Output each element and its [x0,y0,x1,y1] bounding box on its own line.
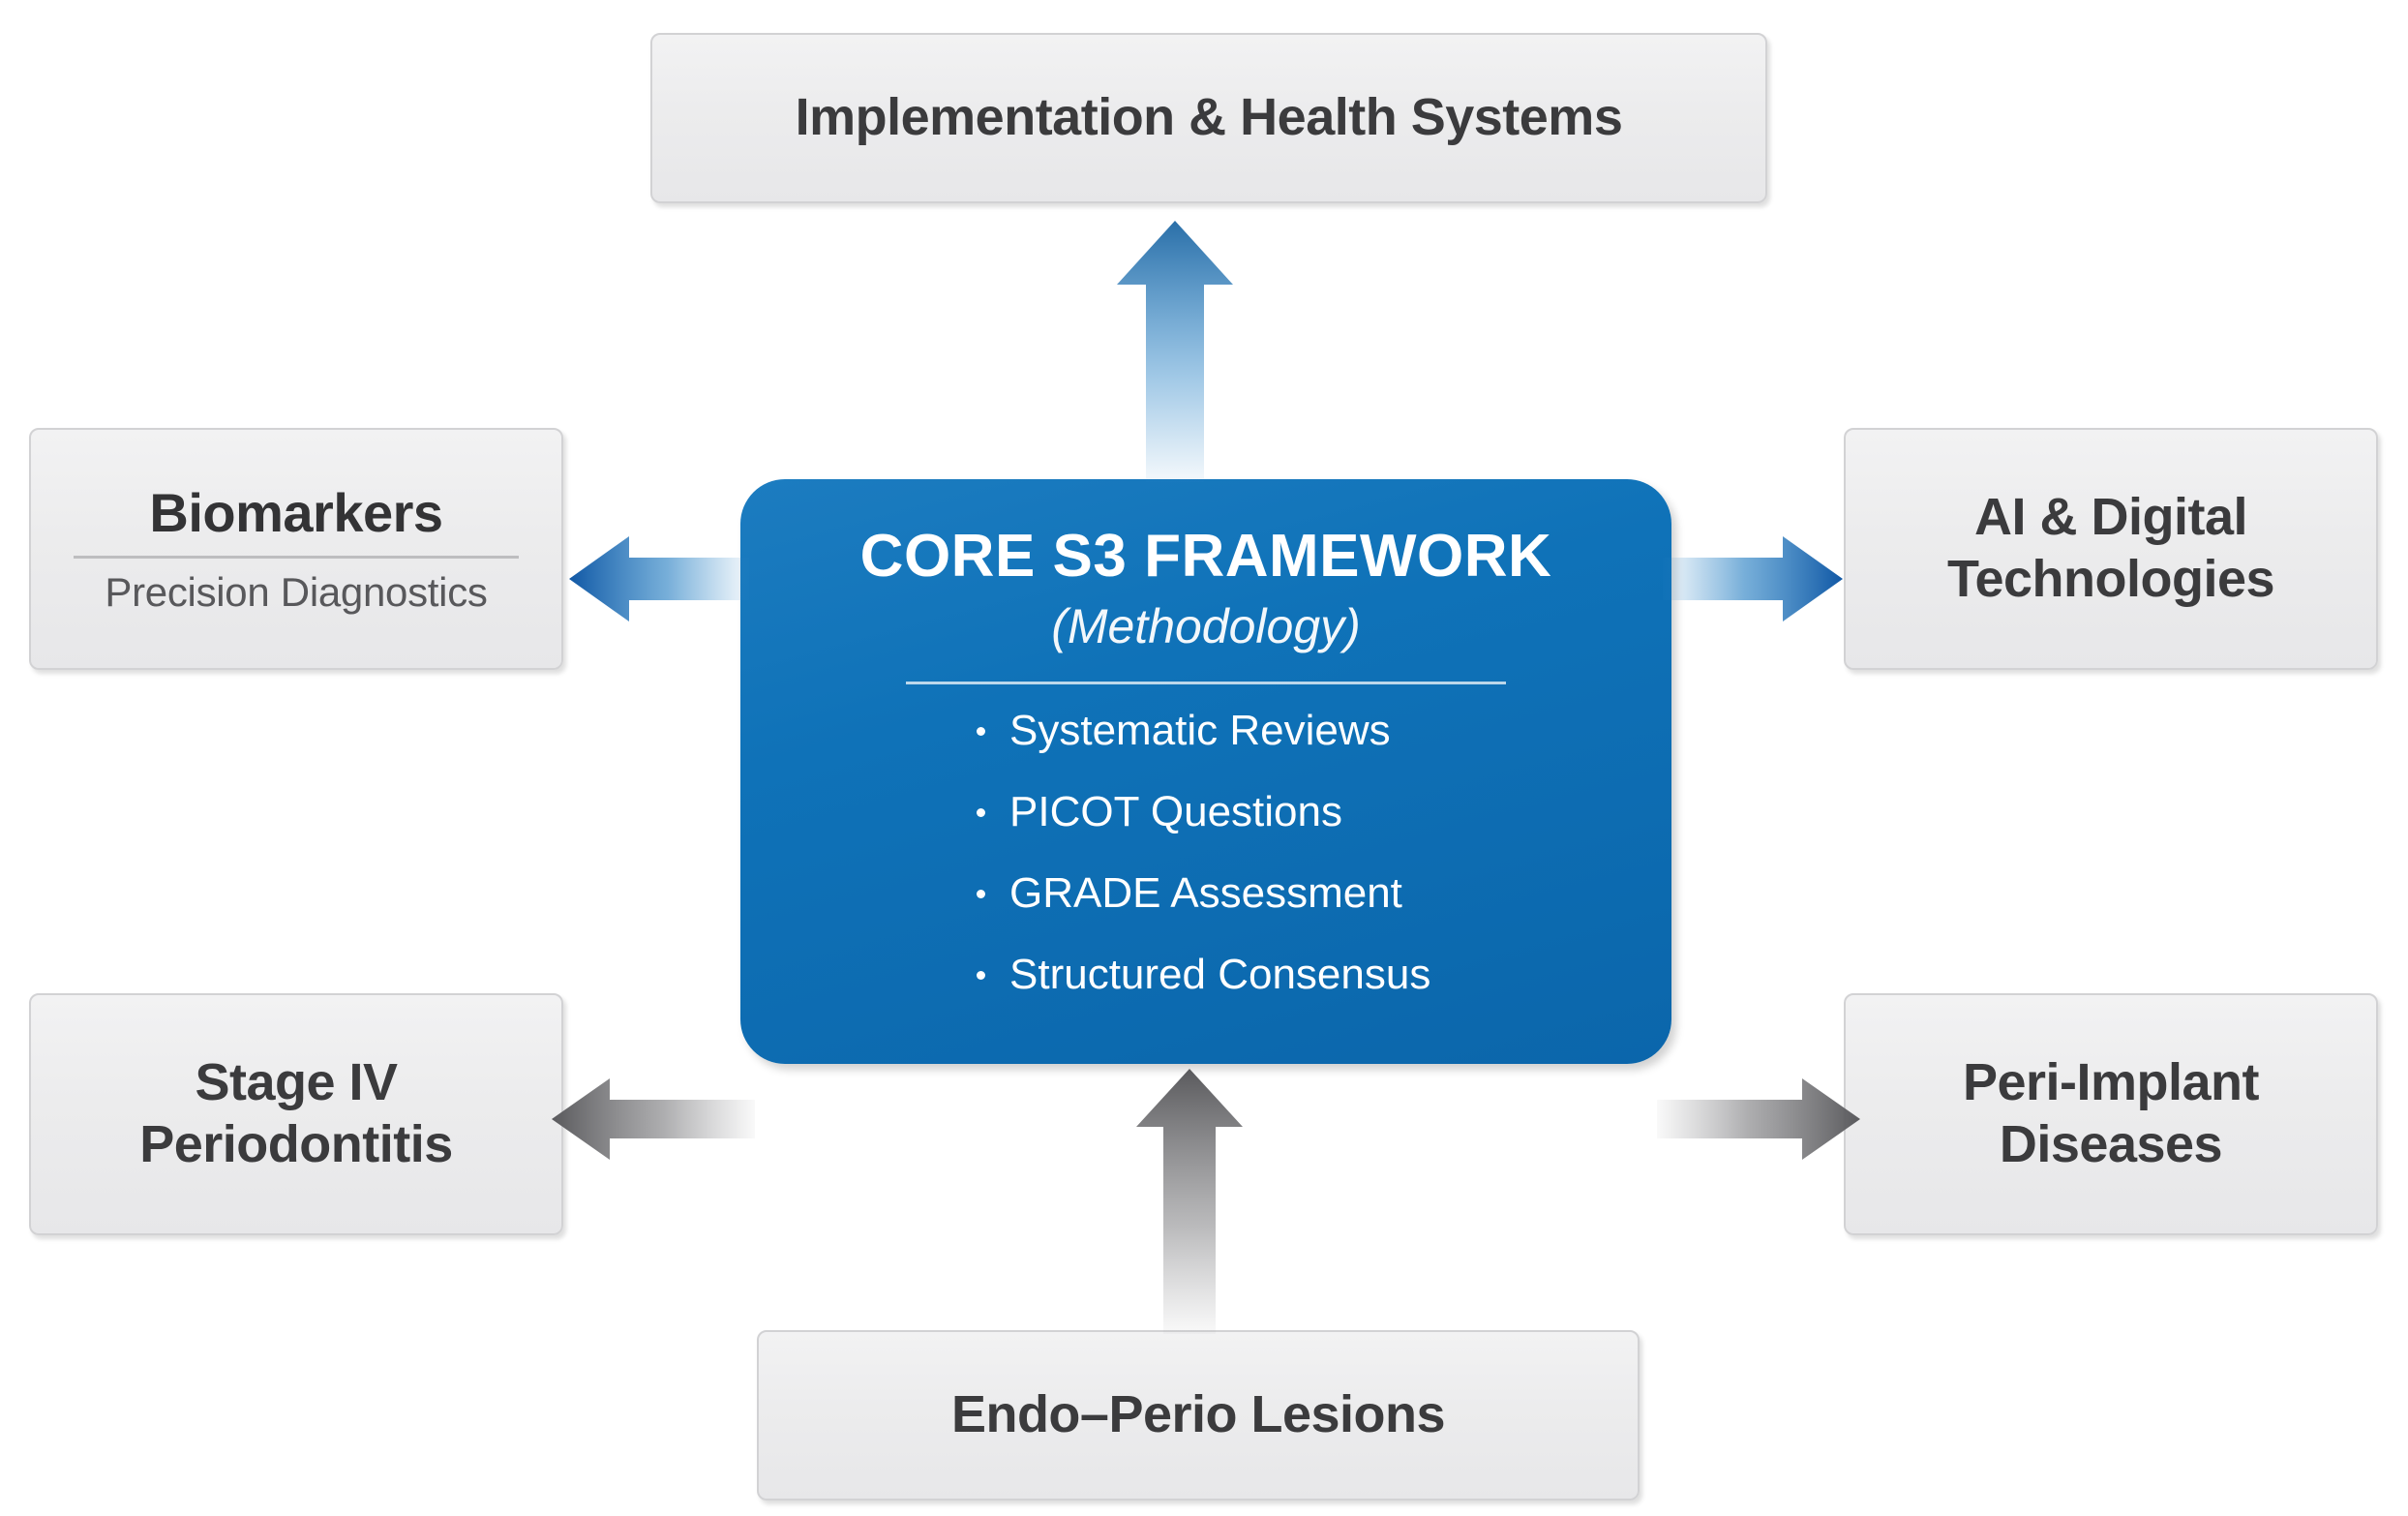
node-title: Biomarkers [149,481,443,543]
node-label: Stage IV Periodontitis [139,1053,453,1173]
node-ai-digital-technologies[interactable]: AI & Digital Technologies [1844,428,2378,670]
arrow-up-icon [1117,221,1233,482]
node-implementation-health-systems[interactable]: Implementation & Health Systems [650,33,1767,203]
core-subtitle: (Methodology) [1051,599,1361,653]
core-bullet-item: GRADE Assessment [973,872,1402,915]
arrow-right-icon [1663,536,1843,622]
core-divider [906,682,1506,684]
arrow-up-bottom-icon [1136,1069,1243,1334]
arrow-right-bottom-icon [1657,1078,1860,1160]
node-peri-implant-diseases[interactable]: Peri-Implant Diseases [1844,993,2378,1235]
node-stage-iv-periodontitis[interactable]: Stage IV Periodontitis [29,993,563,1235]
node-label: AI & Digital Technologies [1946,488,2275,608]
arrow-left-icon [569,536,749,622]
core-bullet-item: Systematic Reviews [973,710,1391,752]
node-label: Implementation & Health Systems [795,88,1623,147]
node-divider [73,556,520,560]
node-subtitle: Precision Diagnostics [105,569,488,616]
node-endo-perio-lesions[interactable]: Endo–Perio Lesions [757,1330,1640,1501]
core-bullet-item: Structured Consensus [973,954,1430,996]
core-bullet-item: PICOT Questions [973,791,1342,834]
core-title: CORE S3 FRAMEWORK [859,523,1552,590]
node-label: Endo–Perio Lesions [950,1385,1446,1444]
arrow-left-bottom-icon [552,1078,755,1160]
core-bullet-list: Systematic Reviews PICOT Questions GRADE… [740,710,1671,996]
node-label: Peri-Implant Diseases [1962,1053,2260,1173]
core-framework-box[interactable]: CORE S3 FRAMEWORK (Methodology) Systemat… [740,479,1671,1064]
node-biomarkers[interactable]: Biomarkers Precision Diagnostics [29,428,563,670]
